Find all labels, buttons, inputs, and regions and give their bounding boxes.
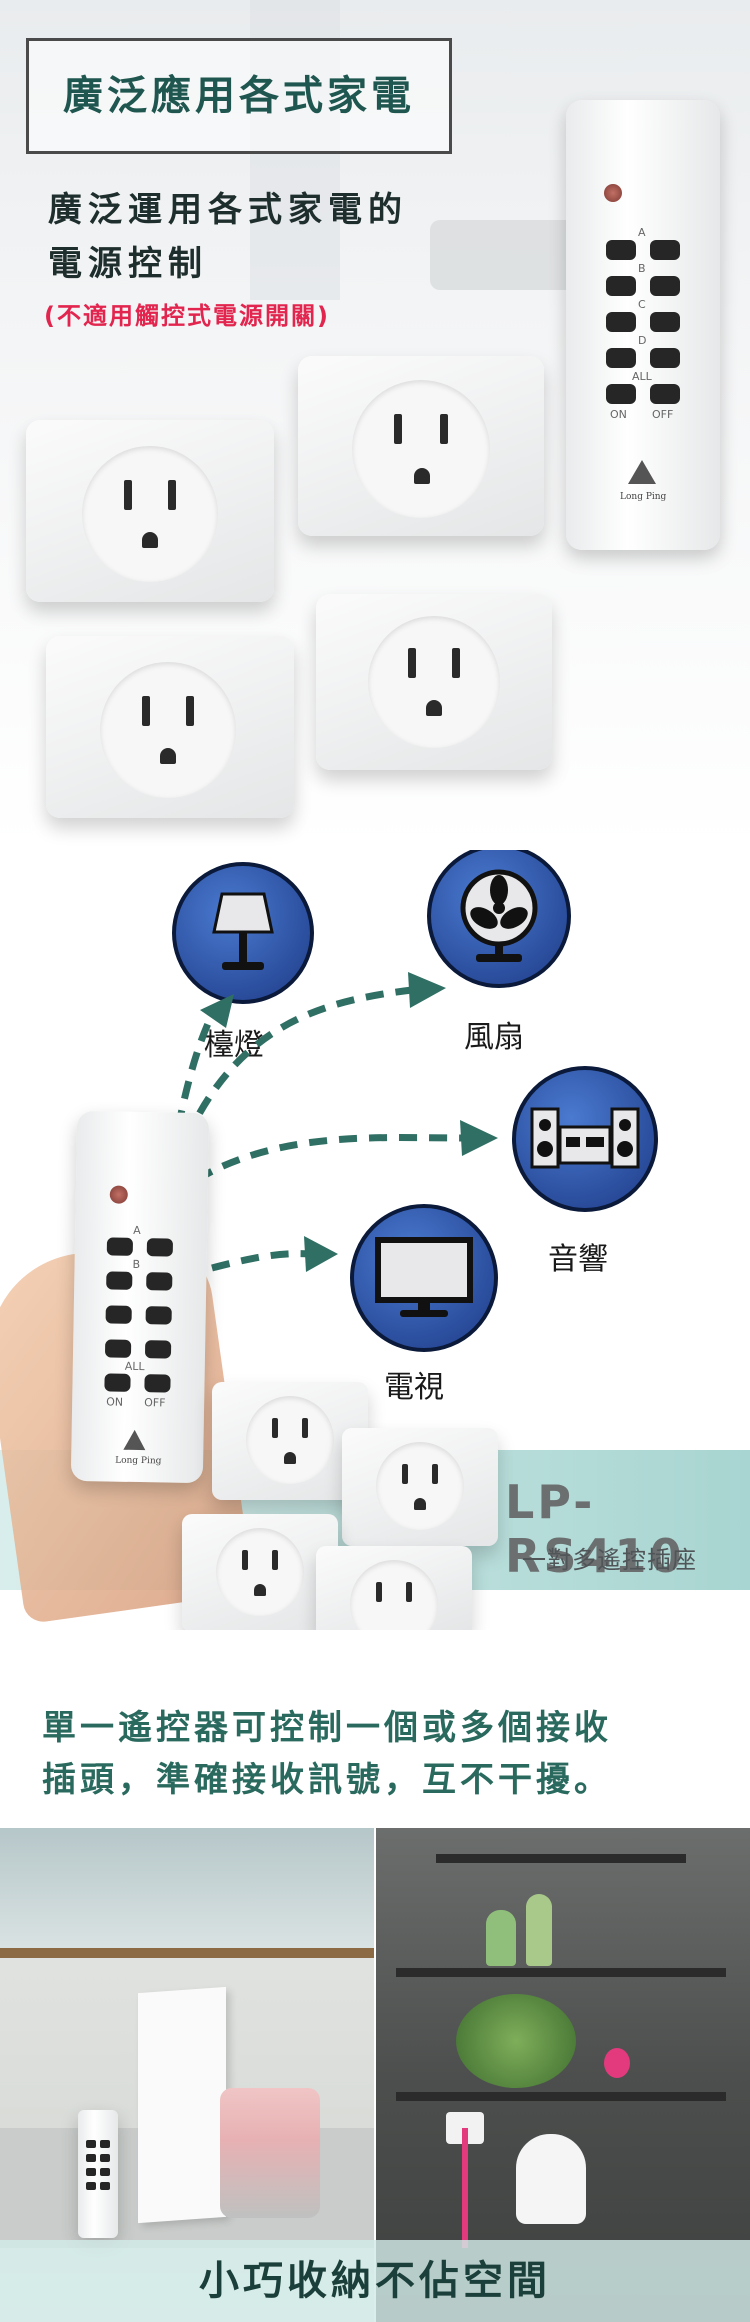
- appliance-tv: [350, 1204, 498, 1352]
- receiver-plug-image: [316, 1546, 472, 1630]
- appliance-label-tv: 電視: [384, 1370, 444, 1405]
- remote-button: [606, 240, 636, 260]
- remote-button: [650, 240, 680, 260]
- appliance-label-fan: 風扇: [464, 1020, 524, 1055]
- remote-led: [604, 184, 622, 202]
- receiver-plug-image: [298, 356, 544, 536]
- appliance-fan: [427, 850, 571, 988]
- books-image: [138, 1986, 226, 2224]
- caption-band: [0, 2240, 750, 2322]
- shelf: [396, 1968, 726, 1977]
- appliance-label-stereo: 音響: [548, 1242, 608, 1277]
- remote-button: [606, 312, 636, 332]
- recycle-logo-icon: [123, 1429, 146, 1451]
- remote-label-a: A: [133, 1223, 141, 1238]
- receiver-plug-image: [342, 1428, 498, 1546]
- fan-icon: [460, 869, 538, 962]
- appliance-stereo: [512, 1066, 658, 1212]
- remote-label-all: ALL: [632, 370, 652, 383]
- subtitle-line-1: 廣泛運用各式家電的: [48, 190, 408, 230]
- remote-label-b: B: [638, 262, 646, 275]
- page-title: 廣泛應用各式家電: [63, 73, 415, 119]
- shelf: [396, 2092, 726, 2101]
- shelf-photo: [376, 1828, 750, 2322]
- warning-note: (不適用觸控式電源開關): [44, 302, 330, 330]
- remote-label-off: OFF: [652, 408, 674, 421]
- cactus-image: [526, 1894, 552, 1966]
- remote-label-on: ON: [106, 1395, 124, 1409]
- hero-section: 廣泛應用各式家電 廣泛運用各式家電的 電源控制 (不適用觸控式電源開關) A B…: [0, 0, 750, 850]
- claim-line-2: 插頭，準確接收訊號，互不干擾。: [42, 1760, 612, 1800]
- remote-control-image: A B C D ALL ON OFF Long Ping: [566, 100, 720, 550]
- storage-caption: 小巧收納不佔空間: [199, 2258, 551, 2304]
- stereo-icon: [530, 1107, 640, 1169]
- cable-image: [462, 2128, 468, 2248]
- receiver-plug-image: [316, 594, 552, 770]
- model-number: LP-RS410: [505, 1475, 685, 1583]
- remote-label-d: D: [638, 334, 647, 347]
- tv-icon: [375, 1237, 473, 1317]
- appliance-lamp: [172, 862, 314, 1004]
- remote-button: [650, 276, 680, 296]
- remote-brand: Long Ping: [620, 492, 667, 502]
- remote-led: [109, 1185, 128, 1204]
- remote-button: [606, 348, 636, 368]
- remote-label-b: B: [132, 1257, 141, 1271]
- remote-button: [606, 384, 636, 404]
- remote-button: [650, 348, 680, 368]
- appliance-label-lamp: 檯燈: [204, 1028, 264, 1063]
- subtitle-line-2: 電源控制: [48, 244, 208, 284]
- shelf: [436, 1854, 686, 1863]
- claim-line-1: 單一遙控器可控制一個或多個接收: [42, 1708, 612, 1748]
- title-box: 廣泛應用各式家電: [26, 38, 452, 154]
- lamp-icon: [212, 892, 274, 970]
- coffee-machine-image: [516, 2134, 586, 2224]
- remote-label-on: ON: [610, 408, 627, 421]
- remote-label-all: ALL: [124, 1359, 145, 1374]
- receiver-plug-image: [46, 636, 294, 818]
- window-image: [0, 1828, 374, 1958]
- remote-button: [650, 312, 680, 332]
- signal-arrows: [174, 972, 498, 1272]
- remote-in-hand-image: A B ALL ON OFF Long Ping: [70, 1110, 210, 1484]
- remote-brand: Long Ping: [115, 1455, 162, 1467]
- decor-image: [604, 2048, 630, 2078]
- receiver-plug-image: [26, 420, 274, 602]
- cactus-image: [486, 1910, 516, 1966]
- model-subtitle: 一對多遙控插座: [522, 1546, 697, 1574]
- receiver-plug-image: [182, 1514, 338, 1630]
- vase-image: [220, 2088, 320, 2218]
- remote-label-a: A: [638, 226, 646, 239]
- desk-photo: [0, 1828, 374, 2322]
- remote-label-c: C: [638, 298, 646, 311]
- recycle-logo-icon: [628, 460, 656, 484]
- background-sofa: [430, 220, 590, 290]
- storage-section: 小巧收納不佔空間: [0, 1828, 750, 2322]
- remote-button: [606, 276, 636, 296]
- appliances-section: 檯燈 風扇 音響 電視: [0, 850, 750, 1630]
- plant-image: [456, 1994, 576, 2088]
- remote-on-desk-image: [78, 2110, 118, 2238]
- remote-button: [650, 384, 680, 404]
- remote-label-off: OFF: [144, 1396, 166, 1410]
